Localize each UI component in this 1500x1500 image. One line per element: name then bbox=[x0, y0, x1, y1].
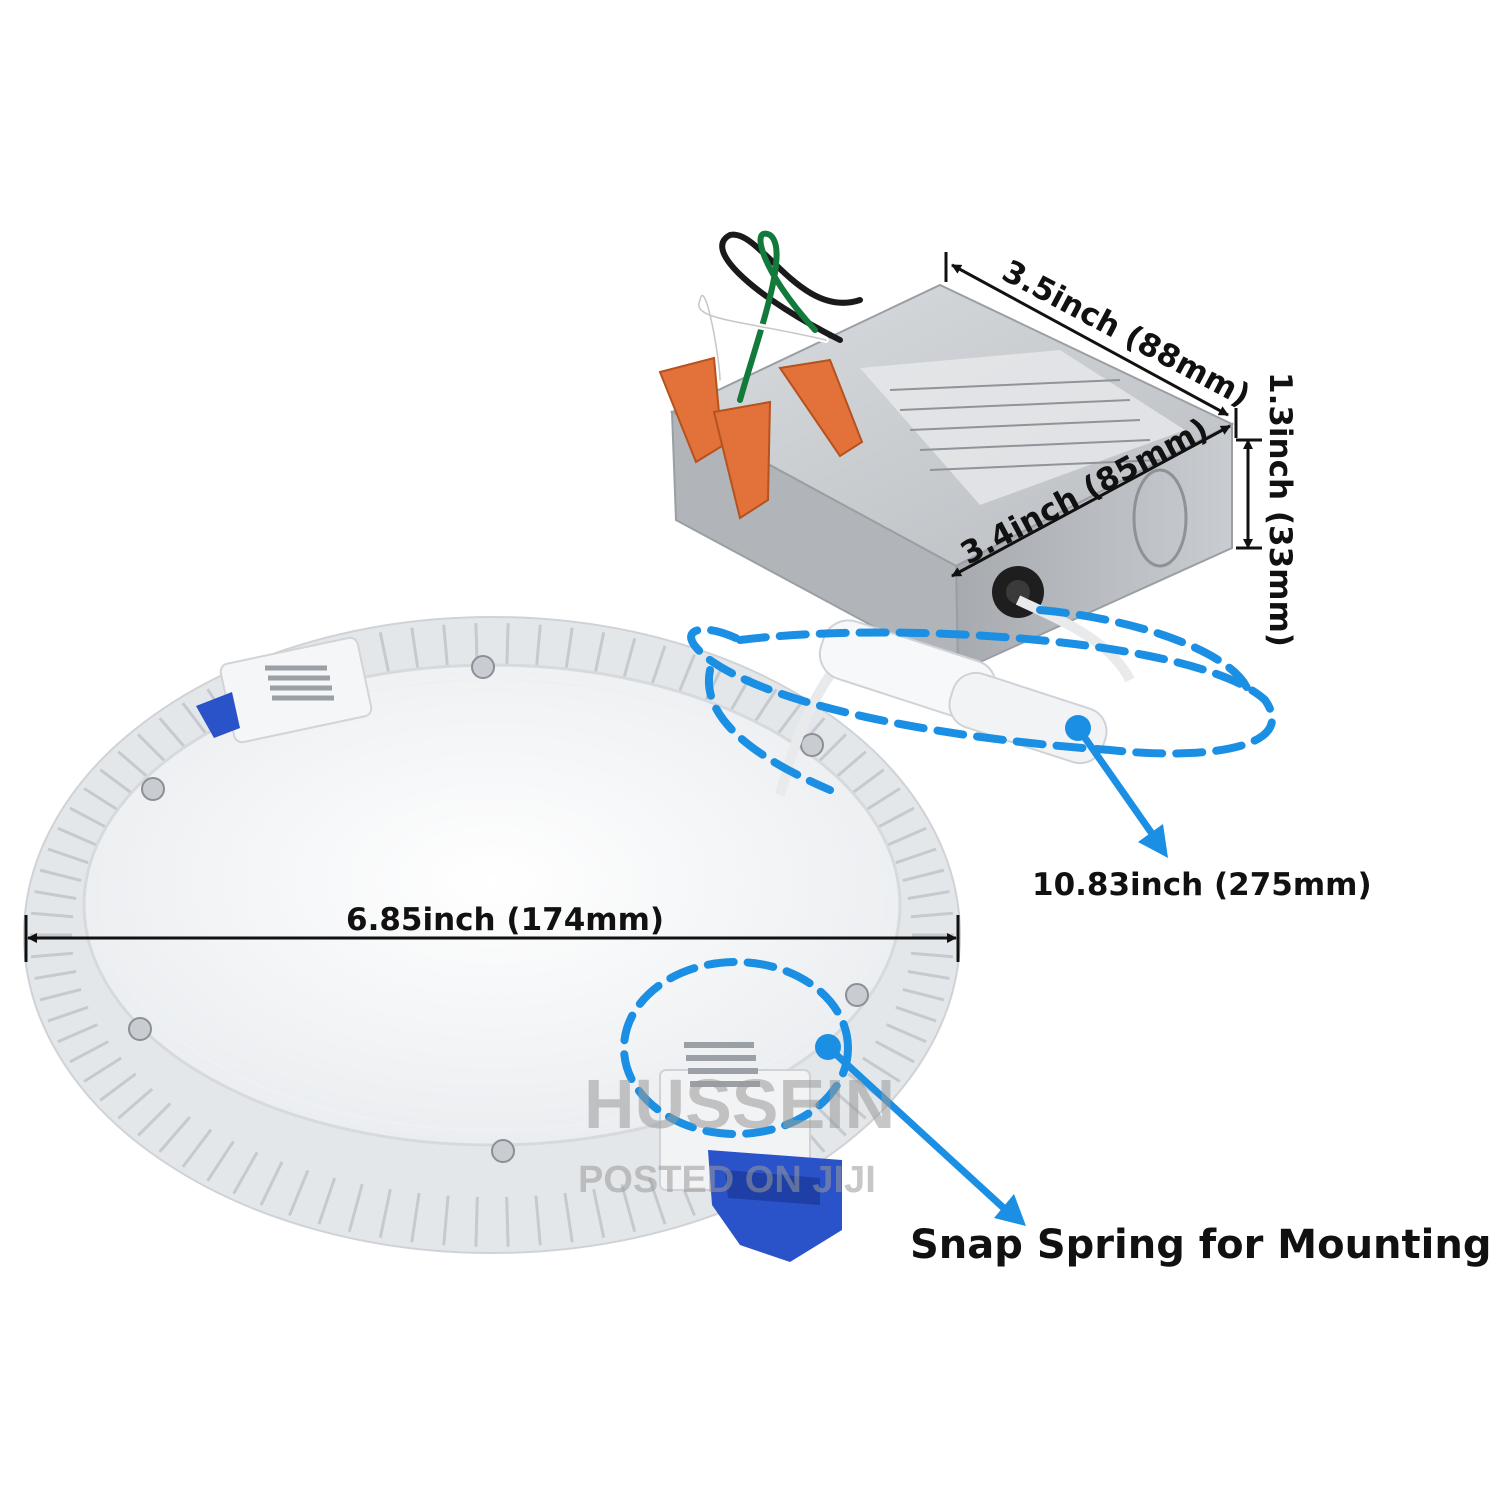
fin bbox=[47, 1005, 89, 1023]
spring-clip-top bbox=[196, 636, 373, 744]
fin bbox=[910, 951, 953, 959]
fin bbox=[39, 868, 82, 882]
fin bbox=[181, 1128, 213, 1168]
cable-callout bbox=[687, 606, 1277, 794]
cable-arrow bbox=[1065, 715, 1168, 858]
fin bbox=[847, 768, 885, 798]
cable-length-label: 10.83inch (275mm) bbox=[1032, 867, 1372, 903]
fin bbox=[232, 1151, 259, 1195]
fin bbox=[474, 1196, 479, 1247]
watermark-subtext: POSTED ON JIJI bbox=[578, 1159, 876, 1201]
fin bbox=[620, 1183, 637, 1233]
fin bbox=[902, 988, 945, 1002]
fin bbox=[895, 1005, 937, 1023]
fin bbox=[902, 868, 945, 882]
fin bbox=[907, 890, 950, 901]
fin bbox=[31, 951, 74, 959]
fin bbox=[288, 1169, 310, 1216]
height-label: 1.3inch (33mm) bbox=[1262, 372, 1298, 647]
fin bbox=[378, 1188, 392, 1239]
fin bbox=[895, 847, 937, 865]
wire-nuts bbox=[658, 356, 864, 520]
driver-wires bbox=[695, 230, 863, 403]
fin bbox=[69, 806, 110, 830]
fin bbox=[69, 1040, 110, 1064]
fin bbox=[57, 826, 98, 847]
fin bbox=[347, 1183, 364, 1233]
snap-spring-label: Snap Spring for Mounting bbox=[910, 1222, 1491, 1268]
fin bbox=[83, 1056, 122, 1083]
fin bbox=[862, 787, 901, 814]
fin bbox=[910, 911, 953, 919]
fin bbox=[34, 890, 77, 901]
fin bbox=[592, 1188, 606, 1239]
fin bbox=[83, 787, 122, 814]
fin bbox=[317, 1177, 337, 1225]
fin bbox=[99, 1072, 137, 1102]
fin bbox=[158, 1116, 192, 1153]
fin bbox=[34, 969, 77, 980]
fin bbox=[31, 911, 74, 919]
fin bbox=[505, 1196, 510, 1247]
fin bbox=[874, 806, 915, 830]
fin bbox=[907, 969, 950, 980]
panel-screws bbox=[128, 655, 869, 1163]
fin bbox=[874, 1040, 915, 1064]
fin bbox=[57, 1023, 98, 1044]
fin bbox=[862, 1056, 901, 1083]
fin bbox=[47, 847, 89, 865]
fin bbox=[206, 1140, 235, 1182]
fin bbox=[647, 1177, 667, 1225]
dimension-lines bbox=[24, 252, 1262, 962]
fin bbox=[886, 826, 927, 847]
fin bbox=[410, 1192, 421, 1243]
spring-arrow bbox=[815, 1034, 1026, 1226]
fin bbox=[39, 988, 82, 1002]
fin bbox=[830, 1087, 867, 1120]
watermark-name: HUSSEIN bbox=[584, 1065, 895, 1143]
fin bbox=[563, 1192, 574, 1243]
fin bbox=[442, 1195, 450, 1246]
fin bbox=[534, 1195, 542, 1246]
spring-callout bbox=[620, 958, 852, 1138]
connector-cable bbox=[775, 595, 1135, 797]
fin bbox=[886, 1023, 927, 1044]
spring-clip-bottom bbox=[659, 1042, 842, 1262]
fin bbox=[259, 1161, 284, 1206]
fin bbox=[137, 1102, 172, 1137]
fin bbox=[99, 768, 137, 798]
diameter-label: 6.85inch (174mm) bbox=[346, 902, 664, 938]
fin bbox=[117, 1087, 154, 1120]
